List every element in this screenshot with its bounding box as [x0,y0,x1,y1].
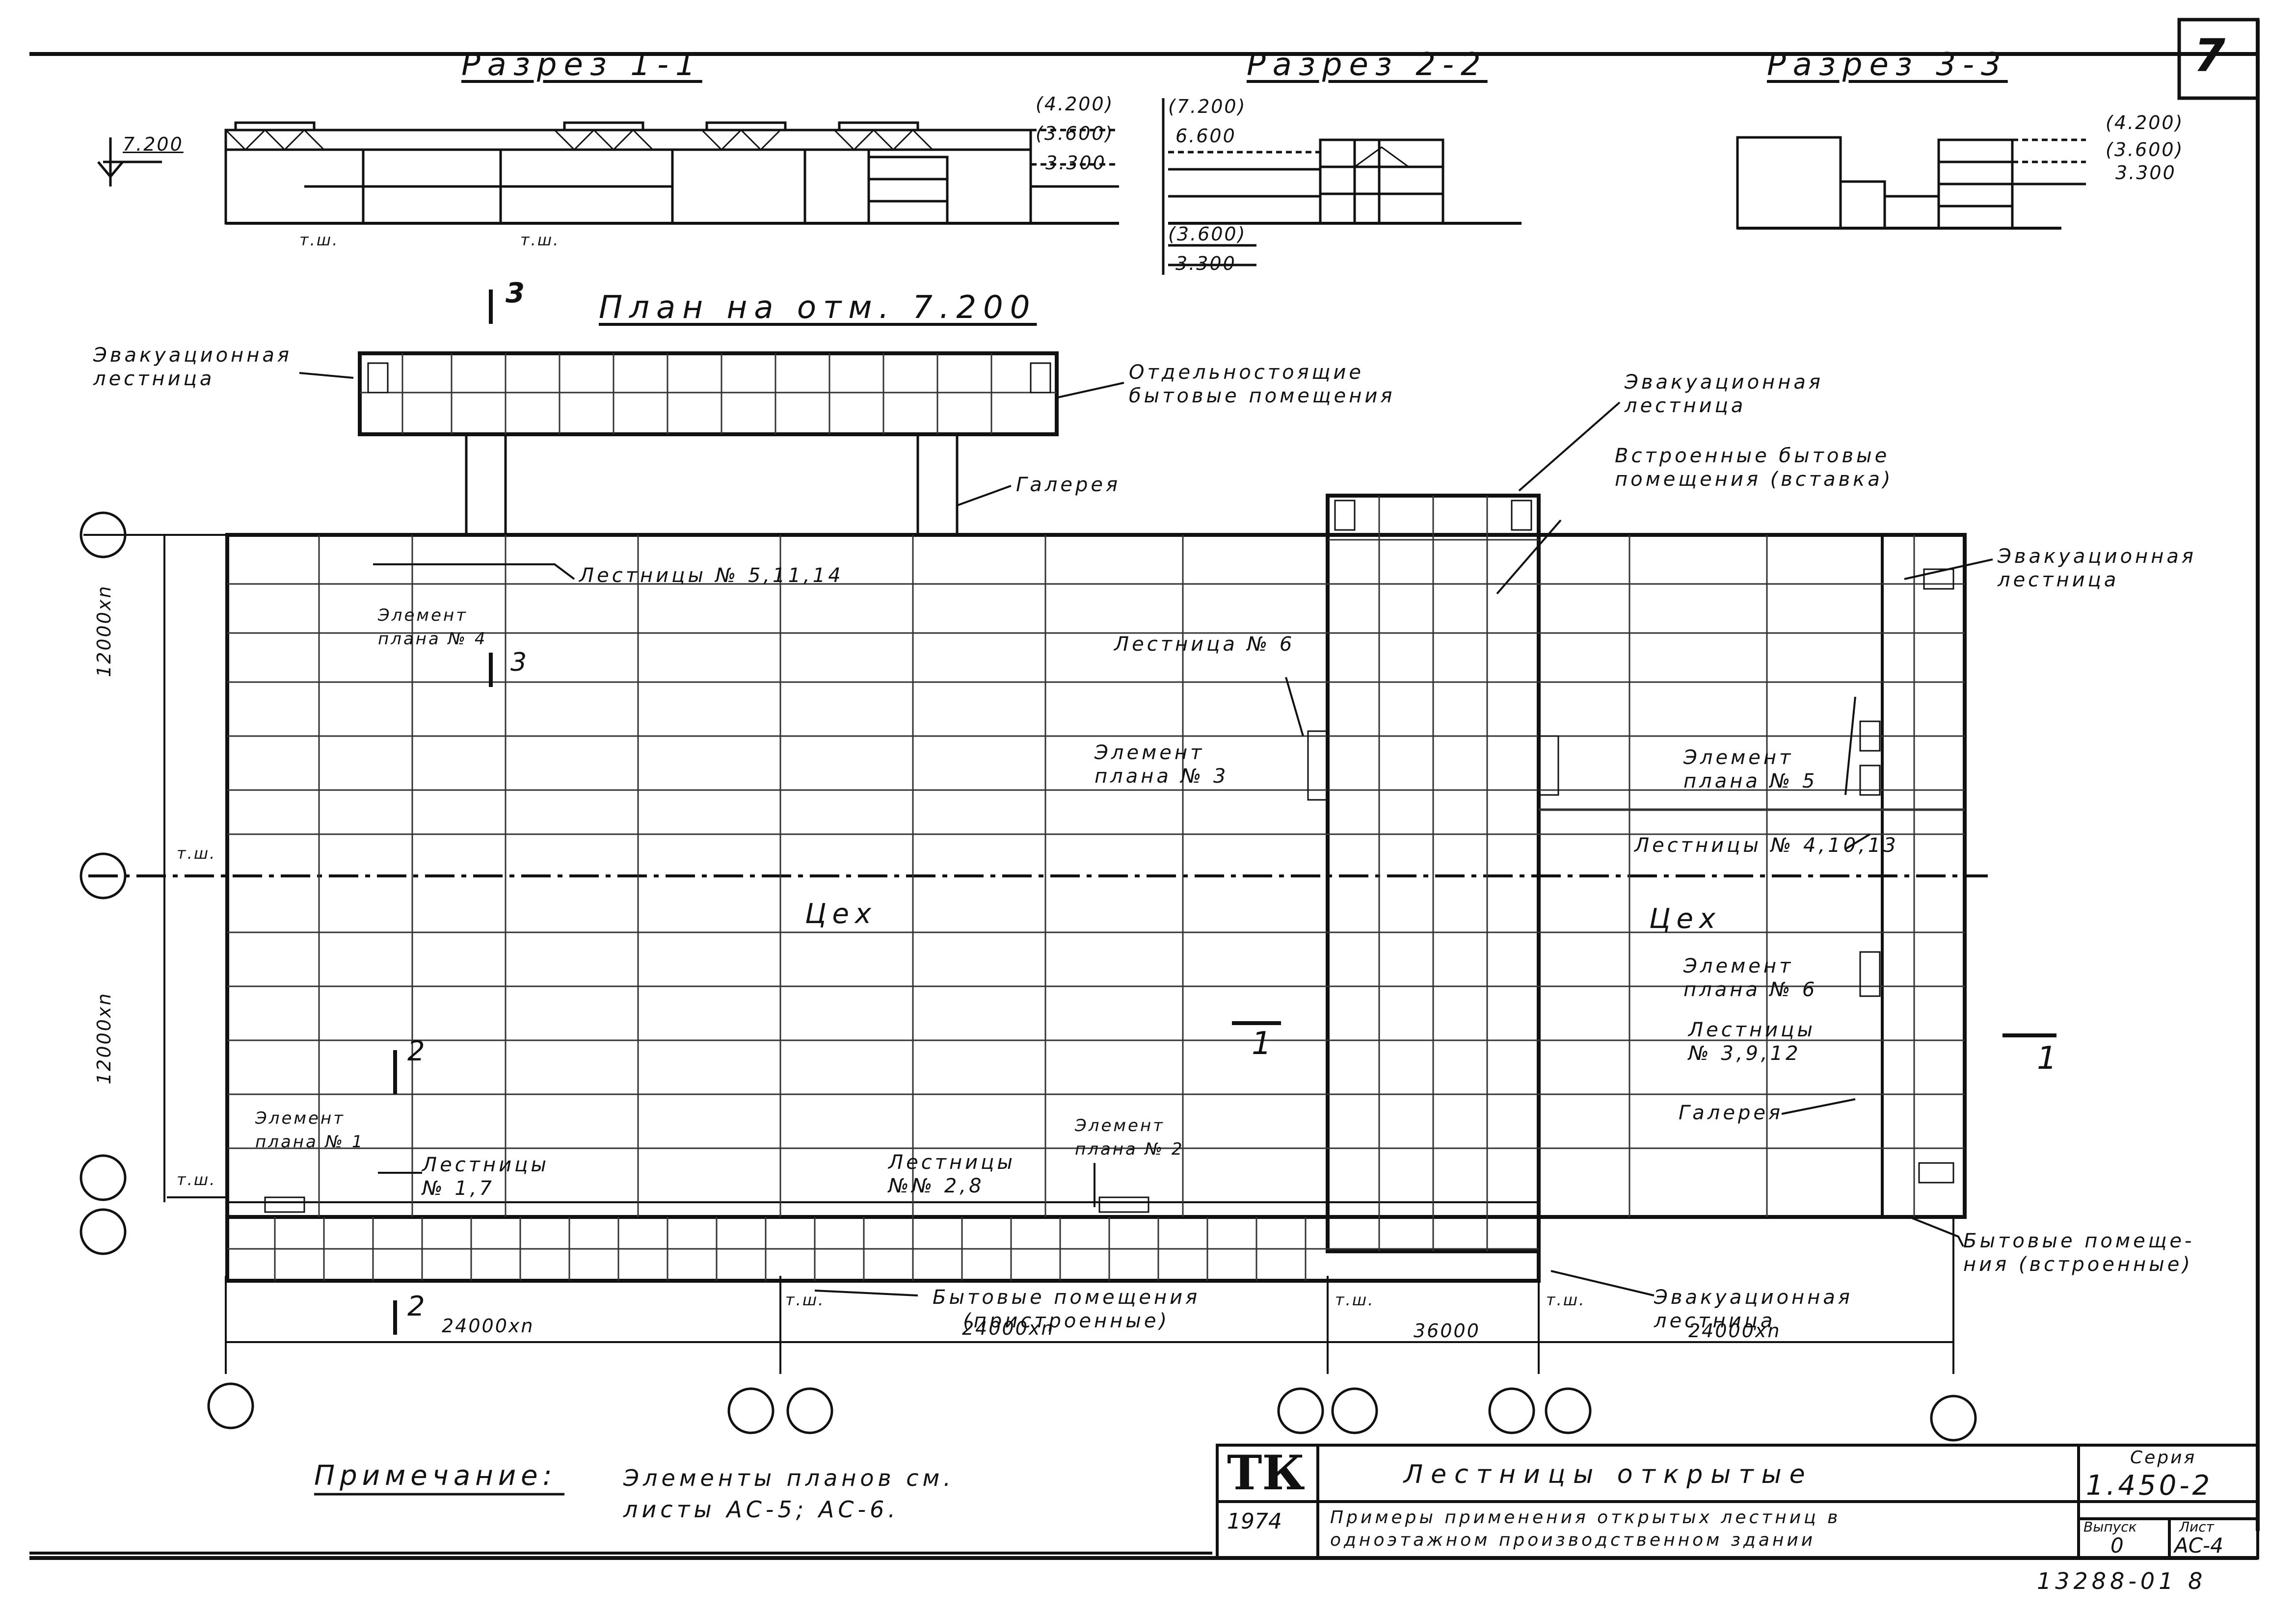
label-element-5: Элемент плана № 5 [1683,746,1818,792]
dim-vertical-top: 12000хn [93,584,115,677]
cut-mark-2-bottom: 2 [407,1291,425,1322]
label-stairs-2-8: Лестницы №№ 2,8 [888,1151,1015,1197]
cut-mark-2-top: 2 [407,1035,425,1067]
label-gallery-right: Галерея [1679,1102,1784,1124]
label-element-6: Элемент плана № 6 [1683,955,1818,1001]
dim-h4: 24000хn [1688,1320,1781,1342]
label-attached-rooms: Бытовые помещения (пристроенные) [933,1286,1201,1332]
title-block-description: Примеры применения открытых лестниц в од… [1330,1507,1841,1550]
dim-h3: 36000 [1414,1320,1480,1342]
title-block-year: 1974 [1227,1509,1282,1534]
dim-h1: 24000хn [442,1315,534,1337]
note-text: Элементы планов см. листы АС-5; АС-6. [623,1465,955,1523]
plan-title: План на отм. 7.200 [599,290,1037,326]
axis-mark-plan-4: т.ш. [1335,1291,1375,1309]
axis-mark-plan-2: т.ш. [177,1170,216,1189]
title-block-name: Лестницы открытые [1404,1460,1813,1489]
title-block-series-value: 1.450-2 [2086,1470,2213,1502]
label-shop-left: Цех [805,898,878,930]
dimension-lines [29,290,2056,1555]
label-built-in-insert: Встроенные бытовые помещения (вставка) [1615,445,1894,491]
label-detached-rooms: Отдельностоящие бытовые помещения [1129,361,1395,407]
label-element-4: Элемент плана № 4 [378,606,487,649]
axis-mark-plan-1: т.ш. [177,844,216,863]
dim-h2: 24000хn [962,1318,1055,1339]
level-s33-2: (3.600) [2106,139,2184,160]
label-built-in-right: Бытовые помеще- ния (встроенные) [1963,1230,2195,1276]
label-element-3: Элемент плана № 3 [1095,741,1229,788]
label-stairs-1-7: Лестницы № 1,7 [422,1154,549,1200]
axis-mark-s11-2: т.ш. [520,231,560,249]
level-s11-2: (3.600) [1036,123,1114,144]
level-s22-1: (7.200) [1168,96,1247,117]
level-s33-1: (4.200) [2106,112,2184,133]
level-s11-3: 3.300 [1045,152,1106,174]
plan-grid [227,353,1965,1281]
label-evac-top: Эвакуационная лестница [1625,371,1823,417]
level-s11-1: (4.200) [1036,93,1114,115]
title-block-sheet-label: Лист [2179,1519,2214,1535]
archive-number: 13288-01 8 [2037,1568,2207,1594]
cut-mark-1-left: 1 [1252,1026,1272,1062]
label-element-2: Элемент плана № 2 [1075,1116,1184,1159]
section-2-2-sketch [1162,98,1522,275]
axis-mark-s11-1: т.ш. [299,231,339,249]
section-1-1-title: Разрез 1-1 [461,47,702,83]
stair-symbols [264,362,1954,1213]
level-7200: 7.200 [123,133,184,155]
label-evac-bottom: Эвакуационная лестница [1654,1286,1853,1332]
section-2-2-title: Разрез 2-2 [1247,47,1488,83]
level-s22-4: 3.300 [1175,253,1236,274]
level-s33-3: 3.300 [2115,162,2176,184]
axis-bubbles [80,511,1977,1442]
cut-mark-1-right: 1 [2037,1040,2057,1077]
cut-mark-3-mid: 3 [510,648,527,677]
cut-mark-3-top: 3 [506,277,525,309]
label-stairs-3-9-12: Лестницы № 3,9,12 [1688,1019,1815,1065]
section-3-3-sketch [1736,136,2086,230]
section-1-1-sketch [97,121,1119,225]
level-s22-3: (3.600) [1168,223,1247,245]
note-title: Примечание: [314,1460,557,1492]
section-3-3-title: Разрез 3-3 [1767,47,2008,83]
level-s22-2: 6.600 [1175,125,1236,147]
axis-mark-plan-3: т.ш. [785,1291,825,1309]
label-shop-right: Цех [1649,903,1722,935]
title-block-issue-value: 0 [2110,1533,2124,1558]
label-stairs-4-10-13: Лестницы № 4,10,13 [1634,834,1899,857]
title-block-sheet-value: АС-4 [2174,1533,2223,1558]
label-stairs-5-11-14: Лестницы № 5,11,14 [579,564,844,587]
label-gallery-top: Галерея [1016,474,1121,496]
title-block-frame [1216,1444,2259,1559]
title-block-logo: ТК [1227,1445,1305,1501]
dim-vertical-bottom: 12000хn [93,992,115,1084]
title-block-series-label: Серия [2130,1448,2197,1468]
label-element-1: Элемент плана № 1 [255,1109,365,1152]
label-evac-top-left: Эвакуационная лестница [93,344,292,390]
sheet-number: 7 [2194,29,2226,82]
axis-mark-plan-5: т.ш. [1546,1291,1586,1309]
label-evac-right: Эвакуационная лестница [1998,545,2196,591]
title-block-issue-label: Выпуск [2083,1519,2137,1535]
label-stair-6: Лестница № 6 [1114,633,1295,656]
